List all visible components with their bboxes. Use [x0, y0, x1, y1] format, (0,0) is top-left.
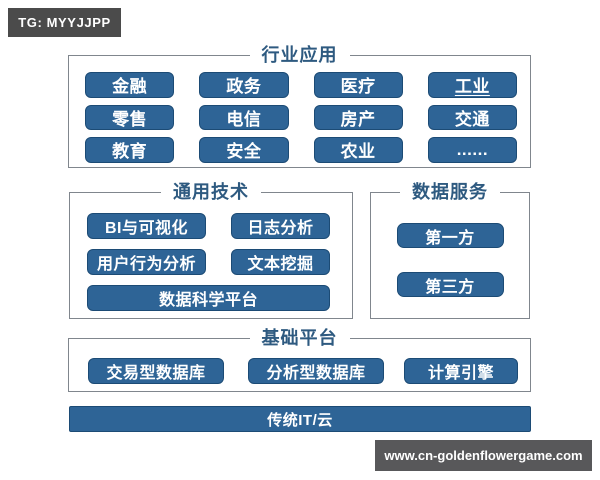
industry-item-realestate[interactable]: 房产: [313, 104, 403, 130]
industry-applications-title: 行业应用: [249, 45, 350, 66]
telegram-badge-text: TG: MYYJJPP: [18, 15, 111, 30]
services-item-third-party[interactable]: 第三方: [396, 272, 504, 297]
industry-item-education[interactable]: 教育: [85, 137, 175, 163]
traditional-it-cloud-label: 传统IT/云: [267, 411, 333, 429]
platform-item-compute-engine[interactable]: 计算引擎: [404, 358, 518, 384]
tech-item-data-science-platform[interactable]: 数据科学平台: [87, 285, 330, 311]
industry-item-telecom[interactable]: 电信: [199, 104, 289, 130]
telegram-badge: TG: MYYJJPP: [8, 8, 121, 37]
industry-item-retail[interactable]: 零售: [85, 104, 175, 130]
general-technology-title: 通用技术: [161, 182, 261, 203]
industry-item-government[interactable]: 政务: [199, 72, 289, 98]
website-watermark-badge: www.cn-goldenflowergame.com: [375, 440, 592, 471]
industry-item-more[interactable]: ......: [427, 137, 517, 163]
data-services-section: 数据服务 第一方 第三方: [370, 182, 530, 319]
industry-item-security[interactable]: 安全: [199, 137, 289, 163]
basic-platform-title: 基础平台: [249, 328, 350, 349]
services-item-first-party[interactable]: 第一方: [396, 223, 504, 248]
tech-item-user-behavior-analysis[interactable]: 用户行为分析: [87, 249, 206, 275]
industry-item-finance[interactable]: 金融: [85, 72, 175, 98]
industry-item-agriculture[interactable]: 农业: [313, 137, 403, 163]
data-services-title: 数据服务: [400, 182, 500, 203]
platform-item-transactional-db[interactable]: 交易型数据库: [88, 358, 224, 384]
general-technology-section: 通用技术 BI与可视化 日志分析 用户行为分析 文本挖掘 数据科学平台: [69, 182, 353, 319]
industry-applications-section: 行业应用 金融 政务 医疗 工业 零售 电信 房产 交通 教育 安全 农业 ..…: [68, 45, 531, 168]
industry-item-industry-link[interactable]: 工业: [427, 72, 517, 98]
website-watermark-text: www.cn-goldenflowergame.com: [384, 448, 583, 463]
industry-item-transport[interactable]: 交通: [427, 104, 517, 130]
traditional-it-cloud-bar[interactable]: 传统IT/云: [69, 406, 531, 432]
basic-platform-section: 基础平台 交易型数据库 分析型数据库 计算引擎: [68, 328, 531, 392]
tech-item-text-mining[interactable]: 文本挖掘: [231, 249, 330, 275]
tech-item-log-analysis[interactable]: 日志分析: [231, 213, 330, 239]
platform-item-analytical-db[interactable]: 分析型数据库: [248, 358, 384, 384]
industry-item-healthcare[interactable]: 医疗: [313, 72, 403, 98]
tech-item-bi-visualization[interactable]: BI与可视化: [87, 213, 206, 239]
